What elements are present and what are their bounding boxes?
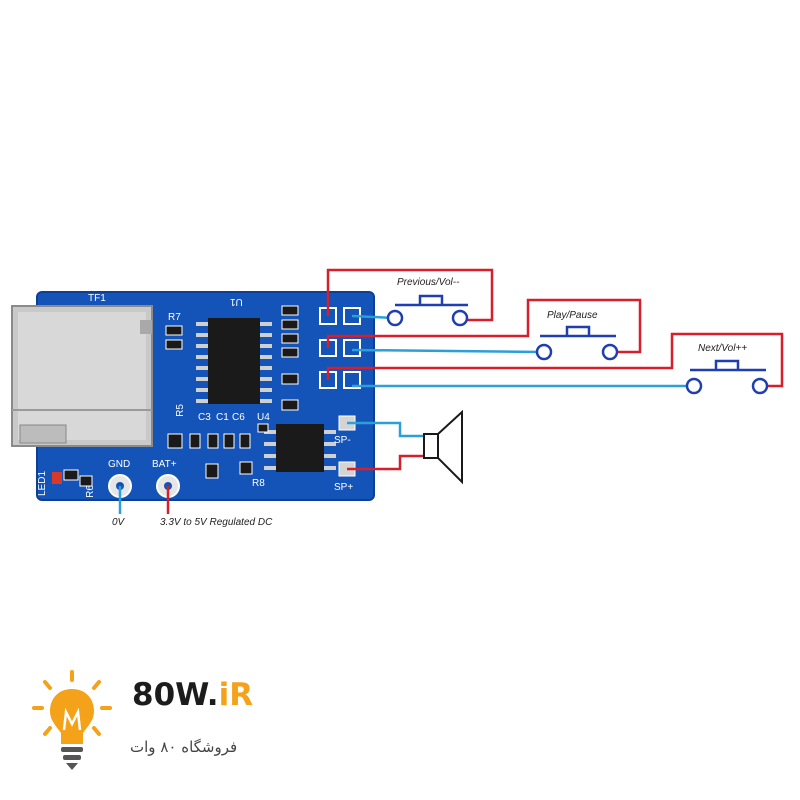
next-button-label: Next/Vol++ (698, 343, 748, 354)
tf-card-slot (11, 305, 153, 447)
play-blue-wire (351, 348, 541, 354)
silk-r7: R7 (168, 312, 181, 323)
silk-bat: BAT+ (152, 459, 177, 470)
ic-u1 (196, 318, 272, 404)
silk-r5: R5 (174, 404, 186, 417)
lightbulb-icon (32, 670, 112, 770)
next-red-wire (326, 332, 784, 388)
silk-c3: C3 (198, 412, 211, 423)
silk-tf1: TF1 (88, 293, 106, 304)
next-button-symbol (685, 359, 769, 395)
play-red-wire (326, 298, 642, 354)
silk-gnd: GND (108, 459, 131, 470)
brand-logo: 80W.iR (132, 677, 253, 713)
brand-accent: iR (218, 677, 254, 713)
brand-main: 80W. (132, 677, 219, 713)
ic-u4 (264, 424, 336, 472)
sp-minus-wire (347, 421, 424, 438)
play-button-symbol (535, 325, 619, 361)
led-1 (52, 472, 62, 484)
silk-c1: C1 (216, 412, 229, 423)
bat-voltage-label: 3.3V to 5V Regulated DC (160, 517, 273, 528)
sp-plus-wire (347, 454, 424, 471)
play-button-label: Play/Pause (547, 310, 598, 321)
silk-u4: U4 (257, 412, 270, 423)
silk-sp-plus: SP+ (334, 482, 354, 493)
silk-r8: R8 (252, 478, 265, 489)
silk-led1: LED1 (37, 470, 49, 497)
previous-button-symbol (386, 294, 469, 327)
previous-red-wire (326, 268, 494, 322)
silk-r6: R6 (84, 485, 96, 498)
silk-c6: C6 (232, 412, 245, 423)
smd-components (63, 305, 299, 487)
gnd-voltage-label: 0V (112, 517, 125, 528)
silk-u1: U1 (230, 296, 243, 307)
brand-tagline: فروشگاه ۸۰ وات (130, 738, 238, 756)
silk-sp-minus: SP- (334, 435, 351, 446)
previous-button-label: Previous/Vol-- (397, 277, 460, 288)
speaker-icon (423, 409, 463, 485)
